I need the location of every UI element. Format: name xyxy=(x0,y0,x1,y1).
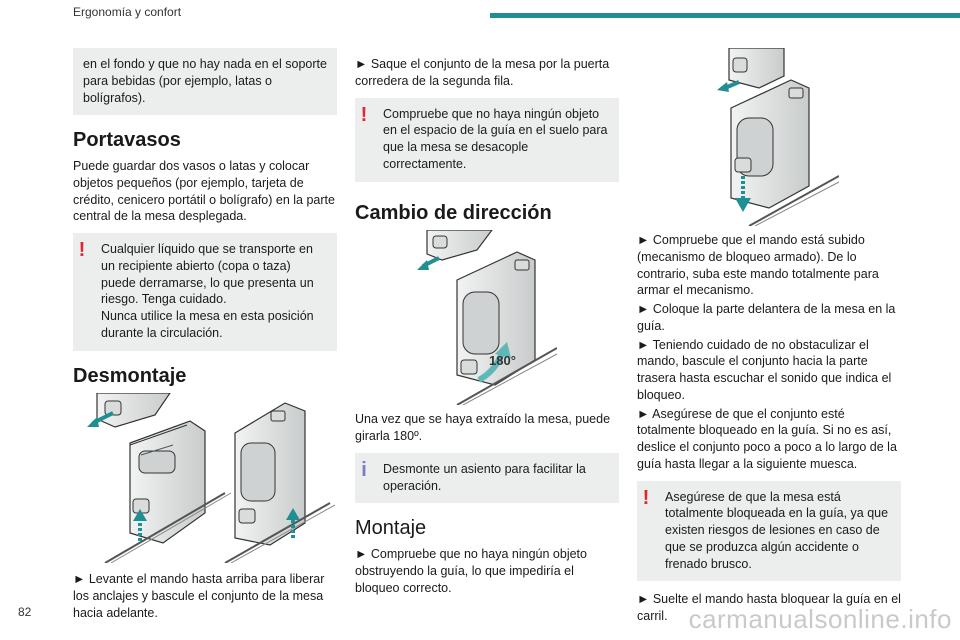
figure-montaje xyxy=(717,48,839,226)
portavasos-text: Puede guardar dos vasos o latas y coloca… xyxy=(73,159,335,224)
running-header: Ergonomía y confort xyxy=(73,5,182,19)
figure-cambio-direccion: 180° xyxy=(417,230,557,406)
step-suelte: ► Suelte el mando hasta bloquear la guía… xyxy=(637,592,901,623)
watermark: carmanualsonline.info xyxy=(688,604,952,634)
rotation-label: 180° xyxy=(489,353,516,368)
warning-box: ! Cualquier líquido que se transporte en… xyxy=(73,233,337,351)
warning-text: Compruebe que no haya ningún objeto en e… xyxy=(383,106,608,171)
header-accent-bar xyxy=(490,13,960,18)
page-number: 82 xyxy=(18,605,32,619)
cambio-text: Una vez que se haya extraído la mesa, pu… xyxy=(355,412,611,444)
warning-text-1: Cualquier líquido que se transporte en u… xyxy=(101,242,314,307)
step-asegurese: ► Asegúrese de que el conjunto esté tota… xyxy=(637,406,897,471)
step-levante: ► Levante el mando hasta arriba para lib… xyxy=(73,572,325,620)
figure-desmontaje xyxy=(87,393,335,564)
warning-text-2: Nunca utilice la mesa en esta posición d… xyxy=(101,309,314,340)
column-1: en el fondo y que no hay nada en el sopo… xyxy=(73,48,337,630)
warning-box: ! Asegúrese de que la mesa está totalmen… xyxy=(637,480,901,582)
note-box: en el fondo y que no hay nada en el sopo… xyxy=(73,48,337,116)
warning-icon: ! xyxy=(360,103,368,126)
warning-icon: ! xyxy=(642,486,650,509)
heading-montaje: Montaje xyxy=(355,517,427,540)
warning-text: Asegúrese de que la mesa está totalmente… xyxy=(665,489,889,571)
step-mando-subido: ► Compruebe que el mando está subido (me… xyxy=(637,233,879,298)
step-bascule: ► Teniendo cuidado de no obstaculizar el… xyxy=(637,337,892,402)
step-saque: ► Saque el conjunto de la mesa por la pu… xyxy=(355,57,610,88)
warning-box: ! Compruebe que no haya ningún objeto en… xyxy=(355,97,619,182)
heading-desmontaje: Desmontaje xyxy=(73,364,187,387)
heading-cambio-direccion: Cambio de dirección xyxy=(355,201,552,224)
note-text: en el fondo y que no hay nada en el sopo… xyxy=(83,57,327,105)
info-icon: i xyxy=(361,458,367,481)
step-coloque: ► Coloque la parte delantera de la mesa … xyxy=(637,302,896,333)
step-compruebe-guia: ► Compruebe que no haya ningún objeto ob… xyxy=(355,547,587,595)
info-text: Desmonte un asiento para facilitar la op… xyxy=(383,461,586,493)
column-2: ► Saque el conjunto de la mesa por la pu… xyxy=(355,48,619,604)
warning-icon: ! xyxy=(78,239,86,262)
heading-portavasos: Portavasos xyxy=(73,129,181,152)
column-3: ► Compruebe que el mando está subido (me… xyxy=(637,48,901,633)
info-box: i Desmonte un asiento para facilitar la … xyxy=(355,452,619,504)
